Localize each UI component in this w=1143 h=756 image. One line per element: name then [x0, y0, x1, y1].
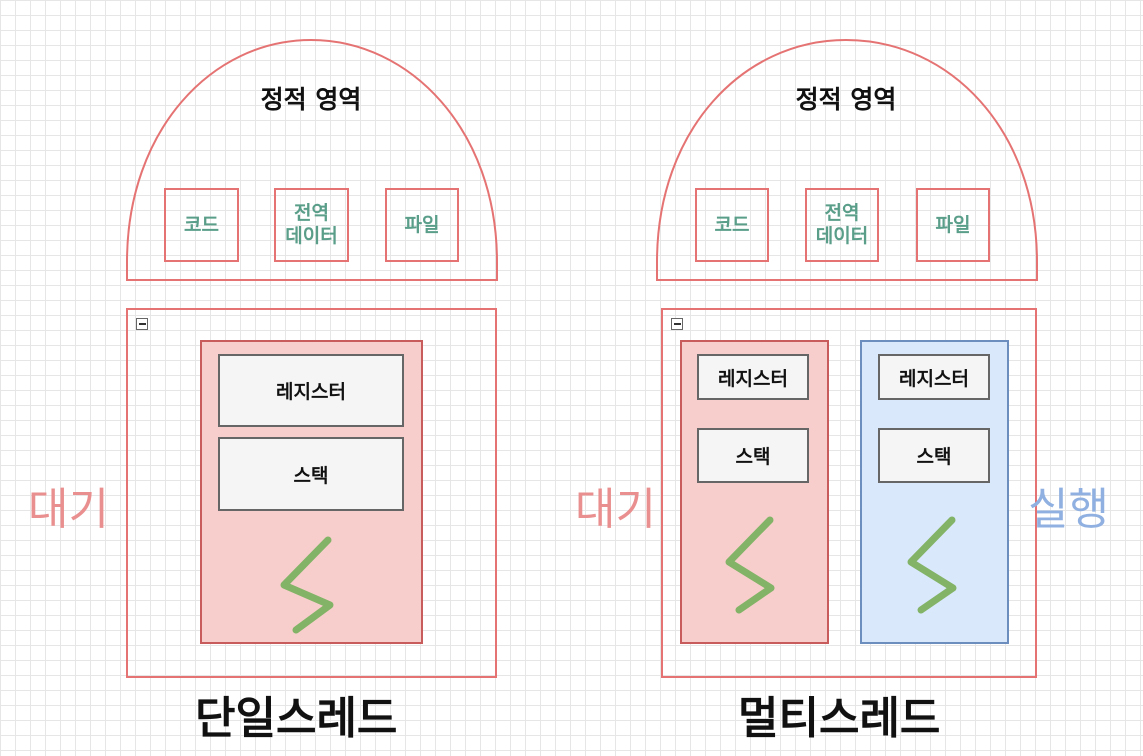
multi-thread2-stack-box: 스택: [878, 428, 990, 483]
single-file-segment: 파일: [385, 188, 459, 262]
multi-thread-diagram: 정적 영역 코드 전역 데이터 파일 레지스터 스택 레지스터 스택 대기 실행…: [560, 0, 1143, 756]
multi-thread2-register-box: 레지스터: [878, 354, 990, 400]
single-static-area-shape: [126, 38, 498, 281]
single-process-box: [126, 308, 497, 678]
multi-code-segment: 코드: [695, 188, 769, 262]
multi-file-segment: 파일: [916, 188, 990, 262]
multi-thread1-register-box: 레지스터: [697, 354, 809, 400]
multi-thread1-stack-box: 스택: [697, 428, 809, 483]
single-thread-diagram: 정적 영역 코드 전역 데이터 파일 레지스터 스택 대기 단일스레드: [0, 0, 560, 756]
single-waiting-label: 대기: [28, 484, 109, 535]
multi-data-segment: 전역 데이터: [805, 188, 879, 262]
multi-collapse-icon[interactable]: [671, 318, 683, 330]
multi-static-area-title: 정적 영역: [795, 85, 897, 114]
multi-thread1-waiting-label: 대기: [575, 484, 656, 535]
single-thread-caption: 단일스레드: [195, 693, 398, 744]
multi-thread1-squiggle-icon: [725, 516, 775, 614]
multi-thread2-squiggle-icon: [907, 516, 957, 614]
multi-thread2-running-label: 실행: [1028, 484, 1109, 535]
single-thread-squiggle-icon: [280, 536, 334, 634]
multi-static-area-shape: [656, 38, 1038, 281]
single-data-segment: 전역 데이터: [274, 188, 349, 262]
single-stack-box: 스택: [218, 437, 404, 511]
single-register-box: 레지스터: [218, 354, 404, 427]
multi-thread-caption: 멀티스레드: [738, 693, 941, 744]
single-code-segment: 코드: [164, 188, 239, 262]
single-collapse-icon[interactable]: [136, 318, 148, 330]
multi-process-box: [661, 308, 1037, 678]
single-static-area-title: 정적 영역: [260, 85, 362, 114]
